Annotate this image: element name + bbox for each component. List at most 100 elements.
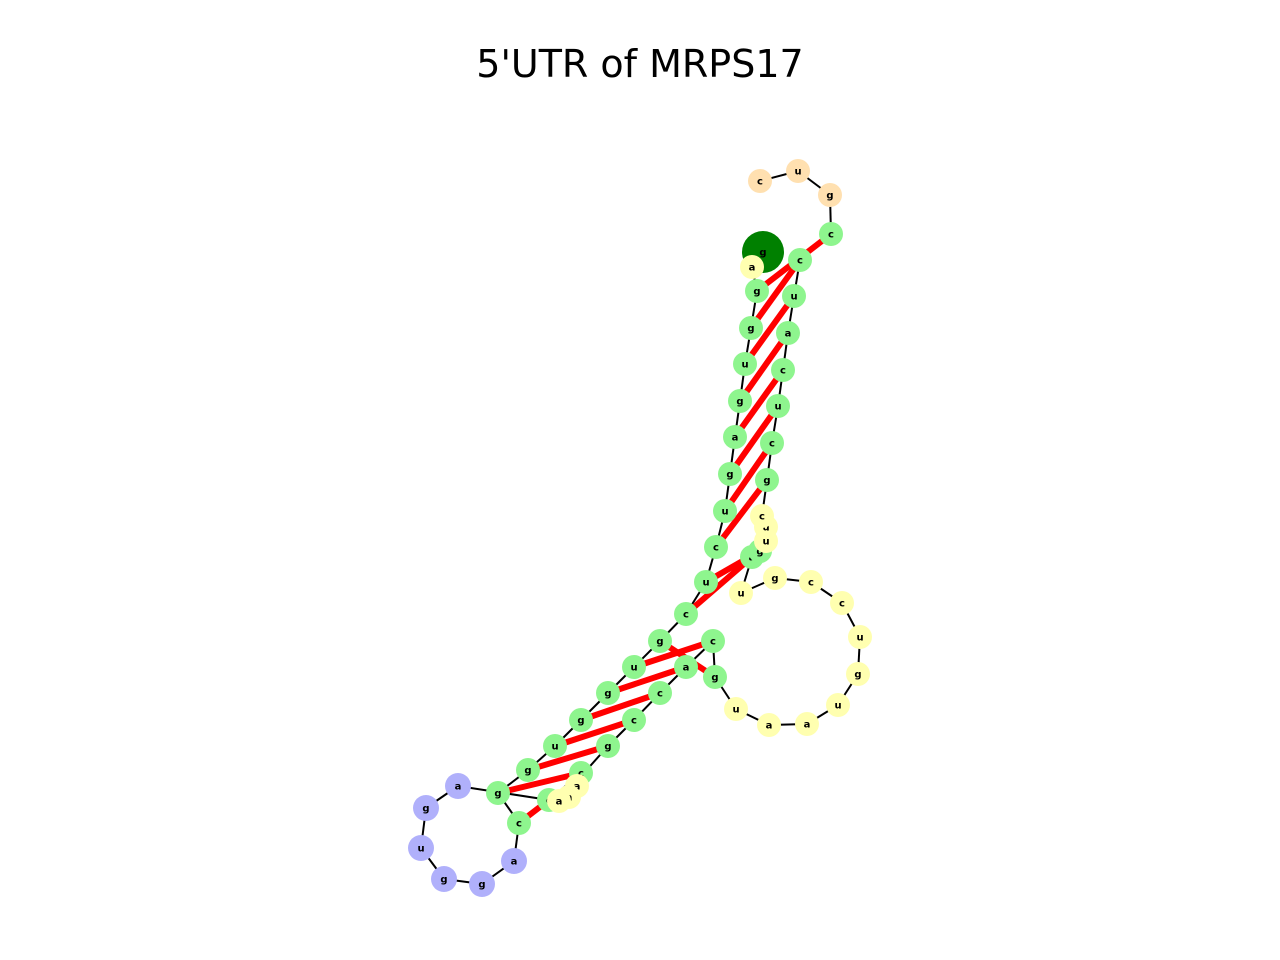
nucleotide-label: a xyxy=(556,797,563,808)
nucleotide-circle xyxy=(674,602,698,626)
nucleotide-circle xyxy=(596,734,620,758)
nucleotide-stem: g xyxy=(718,462,742,486)
nucleotide-stem: a xyxy=(776,321,800,345)
nucleotide-label: c xyxy=(657,689,663,700)
nucleotide-label: u xyxy=(762,537,769,548)
base-pair-link xyxy=(633,638,714,670)
nucleotide-circle xyxy=(703,665,727,689)
nucleotide-stem: u xyxy=(713,499,737,523)
nucleotide-label: g xyxy=(711,673,718,684)
base-pair-link xyxy=(732,368,786,439)
nucleotide-circle xyxy=(760,431,784,455)
nucleotide-stem: c xyxy=(701,629,725,653)
nucleotide-loop: a xyxy=(547,789,571,813)
nucleotide-circle xyxy=(771,358,795,382)
nucleotide-circle xyxy=(713,499,737,523)
nucleotide-dangling: u xyxy=(786,159,810,183)
nucleotide-label: u xyxy=(702,578,709,589)
nucleotide-stem: g xyxy=(596,734,620,758)
nucleotide-circle xyxy=(755,468,779,492)
nucleotide-label: g xyxy=(604,689,611,700)
nucleotide-loop: u xyxy=(826,693,850,717)
nucleotide-circle xyxy=(704,535,728,559)
nucleotide-loop: g xyxy=(763,566,787,590)
nucleotide-circle xyxy=(788,248,812,272)
nucleotide-circle xyxy=(818,183,842,207)
nucleotide-label: a xyxy=(455,782,462,793)
nucleotide-label: c xyxy=(683,610,689,621)
nucleotide-circle xyxy=(819,222,843,246)
nucleotide-circle xyxy=(547,789,571,813)
nucleotide-circle xyxy=(799,570,823,594)
nucleotide-stem: a xyxy=(674,655,698,679)
nucleotide-loop: c xyxy=(830,591,854,615)
nucleotide-label: g xyxy=(726,470,733,481)
nucleotide-circle xyxy=(469,871,495,897)
base-pair-layer xyxy=(497,231,833,826)
nucleotide-stem: g xyxy=(486,781,510,805)
nucleotide-stem: c xyxy=(788,248,812,272)
base-pair-link xyxy=(580,690,661,723)
nucleotide-hairpin: u xyxy=(408,835,434,861)
nucleotide-circle xyxy=(445,773,471,799)
nucleotide-stem: u xyxy=(782,284,806,308)
base-pair-link xyxy=(742,294,797,366)
nucleotide-circle xyxy=(766,394,790,418)
nucleotide-circle xyxy=(729,581,753,605)
nucleotide-circle xyxy=(848,625,872,649)
nucleotide-stem: c xyxy=(674,602,698,626)
nucleotide-label: c xyxy=(797,256,803,267)
nucleotide-circle xyxy=(757,713,781,737)
nucleotide-label: g xyxy=(753,287,760,298)
nucleotide-stem: u xyxy=(766,394,790,418)
nucleotide-stem: u xyxy=(543,734,567,758)
nucleotide-circle xyxy=(733,352,757,376)
nucleotide-stem: g xyxy=(703,665,727,689)
nucleotide-circle xyxy=(748,169,772,193)
nucleotide-loop: g xyxy=(846,662,870,686)
nucleotide-label: u xyxy=(417,844,424,855)
base-pair-link xyxy=(722,441,775,513)
nucleotide-label: a xyxy=(511,857,518,868)
nucleotide-loop: a xyxy=(740,255,764,279)
base-pair-link xyxy=(554,717,635,749)
nucleotide-loop: a xyxy=(757,713,781,737)
nucleotide-circle xyxy=(674,655,698,679)
base-pair-link xyxy=(737,331,791,403)
nucleotide-stem: c xyxy=(760,431,784,455)
nucleotide-label: u xyxy=(794,167,801,178)
nucleotide-stem: g xyxy=(755,468,779,492)
nucleotide-circle xyxy=(413,795,439,821)
nucleotide-circle xyxy=(830,591,854,615)
nucleotide-stem: g xyxy=(516,758,540,782)
nucleotide-circle xyxy=(723,425,747,449)
nucleotide-label: c xyxy=(631,716,637,727)
nucleotide-stem: u xyxy=(622,655,646,679)
nucleotide-label: u xyxy=(737,589,744,600)
nucleotide-circle xyxy=(740,255,764,279)
nucleotide-label: g xyxy=(577,716,584,727)
nucleotide-label: c xyxy=(757,177,763,188)
nucleotide-label: g xyxy=(763,476,770,487)
nucleotide-label: a xyxy=(574,782,581,793)
base-pair-link xyxy=(684,554,754,617)
nucleotide-label: g xyxy=(826,191,833,202)
base-pair-link xyxy=(727,404,781,476)
base-pair-link xyxy=(497,770,582,796)
backbone-layer xyxy=(420,170,861,885)
nucleotide-label: u xyxy=(741,360,748,371)
nucleotide-circle xyxy=(507,811,531,835)
nucleotide-dangling: g xyxy=(818,183,842,207)
nucleotide-hairpin: a xyxy=(501,848,527,874)
nucleotide-label: g xyxy=(771,574,778,585)
nucleotide-circle xyxy=(431,866,457,892)
nucleotide-label: g xyxy=(747,324,754,335)
nucleotide-loop: u xyxy=(848,625,872,649)
nucleotide-stem: c xyxy=(648,681,672,705)
nucleotide-stem: g xyxy=(569,708,593,732)
nucleotide-circle xyxy=(486,781,510,805)
nucleotide-circle xyxy=(569,708,593,732)
nucleotide-stem: u xyxy=(694,570,718,594)
nucleotide-hairpin: a xyxy=(445,773,471,799)
nucleotide-loop: u xyxy=(729,581,753,605)
